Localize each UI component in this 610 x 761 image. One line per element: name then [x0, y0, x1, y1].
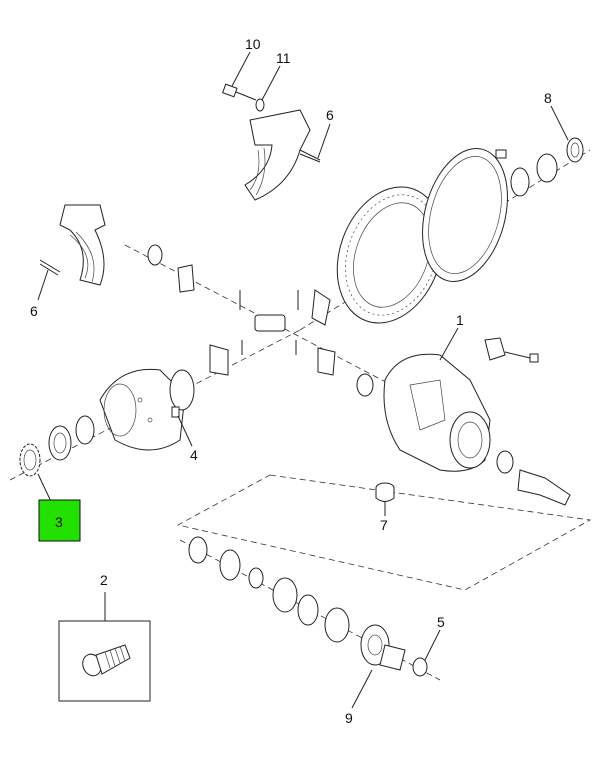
washer-11[interactable] [255, 98, 265, 112]
nut-5[interactable] [412, 657, 428, 677]
pinion-gear[interactable] [496, 450, 571, 506]
callout-4[interactable]: 4 [190, 447, 198, 463]
bolt-upper-right[interactable] [495, 149, 507, 159]
cotter-pin-6-upper[interactable] [299, 149, 321, 163]
yoke-9[interactable] [360, 624, 406, 671]
callout-7[interactable]: 7 [380, 517, 388, 533]
ring-gear[interactable] [319, 172, 461, 338]
callout-5[interactable]: 5 [437, 614, 445, 630]
side-gears[interactable] [147, 244, 374, 397]
inset-box-part-2[interactable] [58, 620, 151, 702]
bearing-cap-left[interactable] [59, 204, 106, 286]
bushing-7[interactable] [375, 482, 395, 502]
callout-2[interactable]: 2 [100, 572, 108, 588]
bolt-10[interactable] [222, 83, 257, 101]
bearing-cap-upper[interactable] [244, 109, 311, 201]
callout-10[interactable]: 10 [245, 36, 261, 52]
callout-6-left[interactable]: 6 [30, 303, 38, 319]
callout-9[interactable]: 9 [345, 710, 353, 726]
leader-lines [37, 51, 569, 709]
highlight-box-3 [38, 499, 81, 542]
cotter-pin-6-left[interactable] [39, 259, 61, 276]
shim-ring[interactable] [409, 139, 521, 291]
differential-case[interactable] [99, 368, 195, 451]
callout-6-upper[interactable]: 6 [326, 107, 334, 123]
yoke-bolt-right[interactable] [484, 337, 539, 363]
carrier-housing-1[interactable] [383, 353, 491, 472]
callout-11[interactable]: 11 [276, 50, 291, 66]
callout-3[interactable]: 3 [55, 514, 63, 530]
spider-cross[interactable] [239, 290, 299, 355]
bearing-left[interactable] [48, 415, 95, 461]
callout-1[interactable]: 1 [456, 312, 464, 328]
pinion-stack[interactable] [188, 536, 350, 643]
adjuster-nut-3[interactable] [19, 443, 41, 477]
callout-8[interactable]: 8 [544, 90, 552, 106]
pin-4[interactable] [171, 406, 180, 418]
bearing-8[interactable] [510, 137, 584, 197]
